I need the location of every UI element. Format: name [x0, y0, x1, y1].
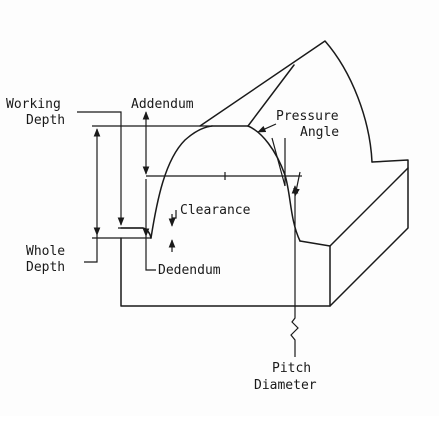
gear-block — [120, 40, 409, 307]
pitch-diameter-label-line1: Pitch — [272, 361, 311, 376]
whole-depth-leader — [84, 235, 98, 263]
tooth-back-edge — [247, 64, 295, 127]
tooth-back-profile — [199, 40, 373, 163]
working-depth-label-line1: Working — [6, 97, 61, 112]
clearance-label: Clearance — [180, 203, 251, 218]
dedendum-label: Dedendum — [158, 263, 221, 278]
tooth-left-flank — [150, 125, 213, 239]
dedendum-leader — [145, 236, 156, 271]
pitch-diameter-leader — [290, 185, 299, 357]
block-right-face — [329, 159, 409, 307]
addendum-label: Addendum — [131, 97, 194, 112]
working-depth-leader — [77, 111, 122, 114]
working-depth-label-line2: Depth — [26, 113, 65, 128]
pressure-angle-leader — [257, 123, 277, 133]
pressure-angle-label-line1: Pressure — [276, 109, 339, 124]
block-front-face — [120, 237, 331, 307]
block-top-edge — [329, 167, 409, 247]
clearance-leader — [172, 210, 177, 219]
block-step-edge — [299, 240, 331, 247]
whole-depth-label-line1: Whole — [26, 244, 65, 259]
pressure-angle-line — [271, 137, 286, 187]
pressure-angle-label-line2: Angle — [300, 125, 339, 140]
whole-depth-label-line2: Depth — [26, 260, 65, 275]
pitch-diameter-label-line2: Diameter — [254, 378, 317, 393]
